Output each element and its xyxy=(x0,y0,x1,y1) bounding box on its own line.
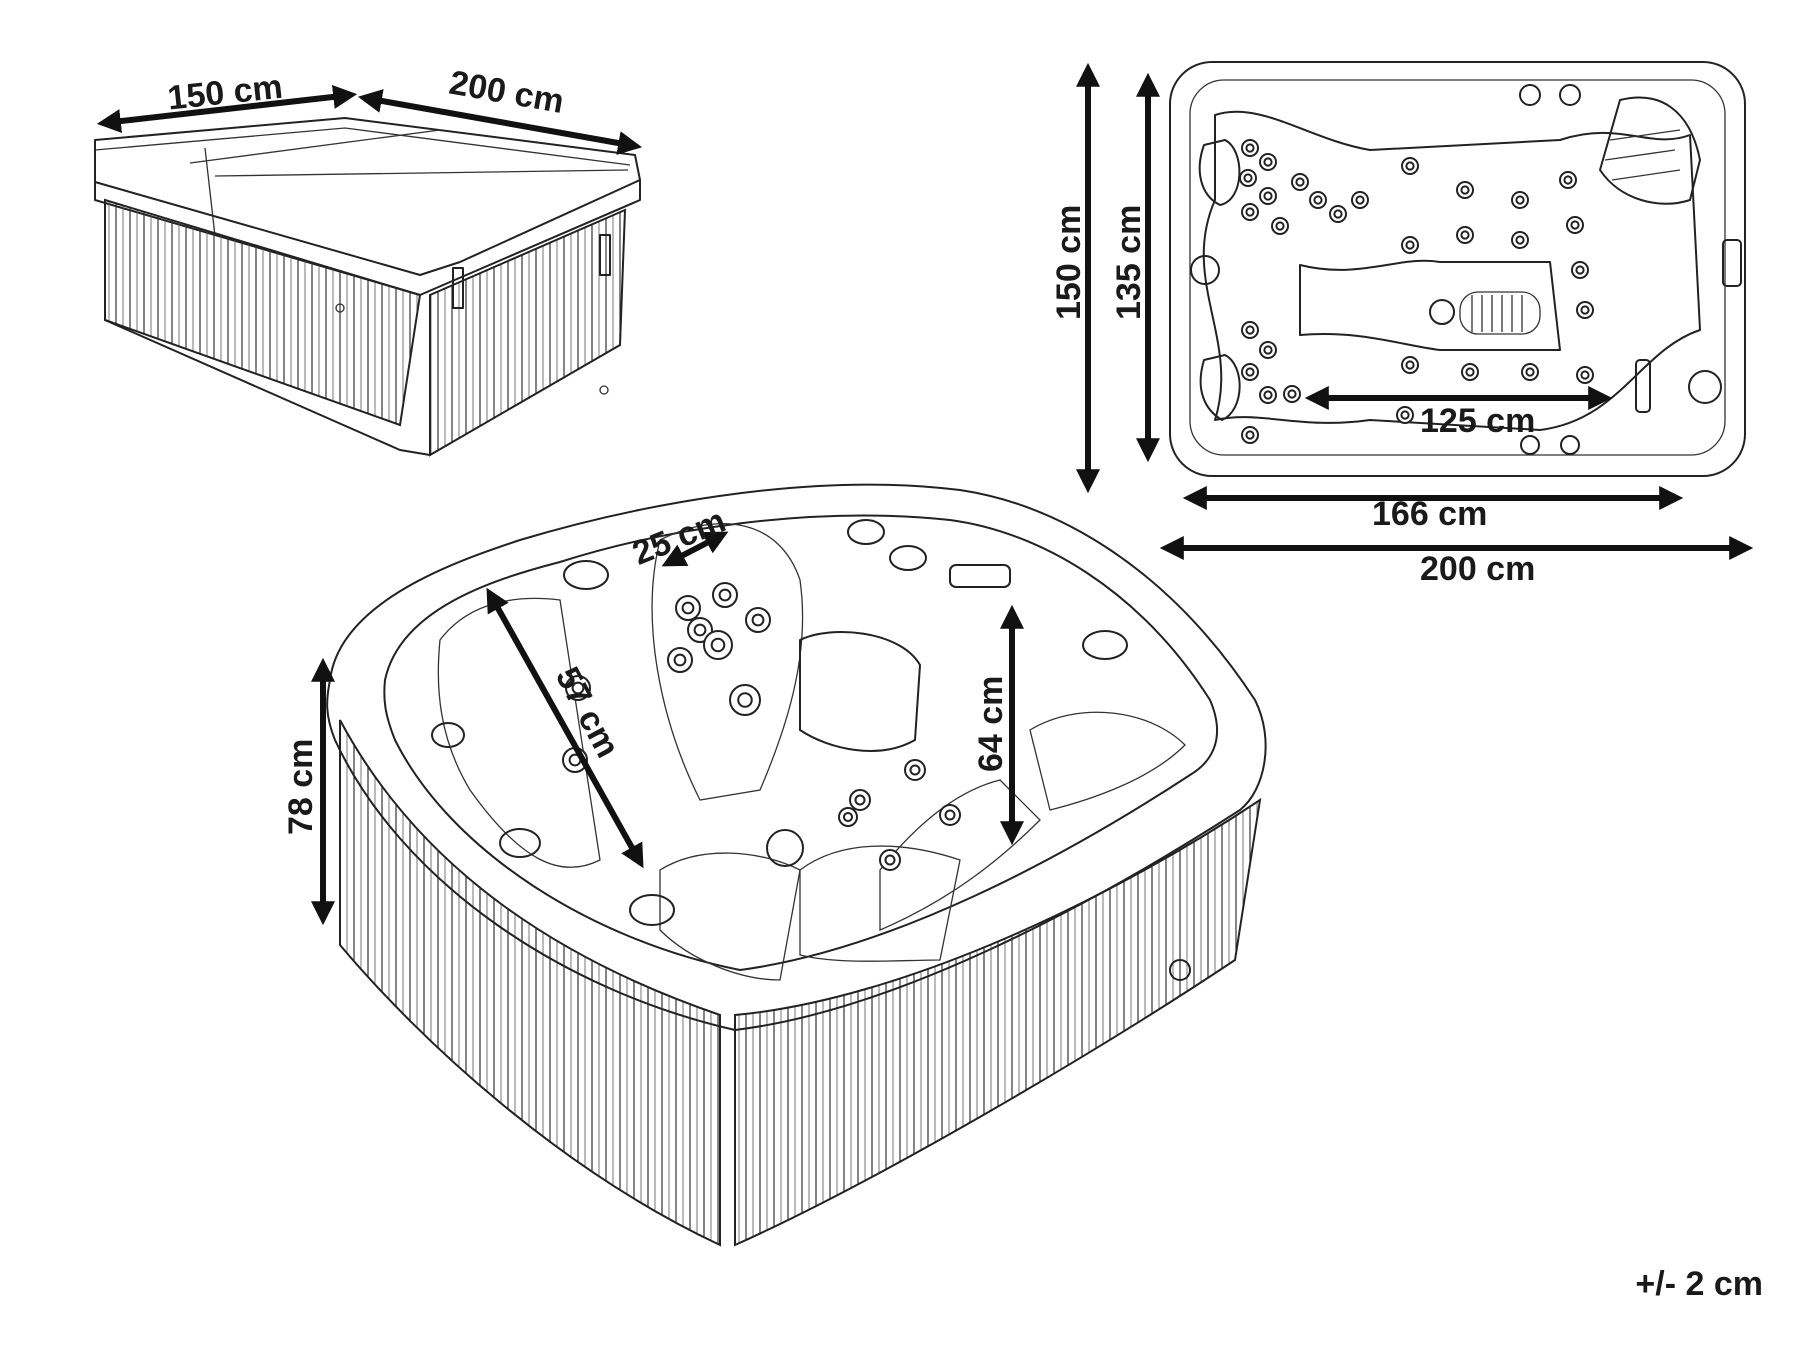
jet-center-icon xyxy=(1245,207,1255,217)
covered-tub-drawing xyxy=(94,117,641,457)
outer-height-label: 150 cm xyxy=(1050,205,1088,320)
jet-center-icon xyxy=(1405,360,1415,370)
jet-center-icon xyxy=(1525,367,1535,377)
headrest-width-label: 25 cm xyxy=(627,501,731,572)
jet-center-icon xyxy=(673,653,687,667)
inner-depth-label: 64 cm xyxy=(972,676,1010,772)
outer-length-label: 200 cm xyxy=(1420,550,1535,588)
inner-length-label: 166 cm xyxy=(1372,495,1487,533)
jet-center-icon xyxy=(1563,175,1573,185)
jet-center-icon xyxy=(1263,157,1273,167)
jet-center-icon xyxy=(884,854,896,866)
jet-center-icon xyxy=(1400,410,1410,420)
jet-center-icon xyxy=(1460,230,1470,240)
tolerance-note: +/- 2 cm xyxy=(1635,1265,1763,1303)
jet-center-icon xyxy=(1580,305,1590,315)
jet-center-icon xyxy=(944,809,956,821)
jet-center-icon xyxy=(1570,220,1580,230)
perspective-tub-drawing xyxy=(326,483,1267,1247)
perspective-jets xyxy=(562,582,961,871)
jet-center-icon xyxy=(1575,265,1585,275)
jet-center-icon xyxy=(1515,235,1525,245)
seat-diagonal-label: 57 cm xyxy=(548,661,627,764)
top-view-drawing xyxy=(1169,61,1746,477)
jet-center-icon xyxy=(751,613,765,627)
total-height-label: 78 cm xyxy=(282,739,320,835)
jet-center-icon xyxy=(1405,161,1415,171)
jet-center-icon xyxy=(1245,143,1255,153)
jet-center-icon xyxy=(1245,430,1255,440)
jet-center-icon xyxy=(1515,195,1525,205)
inner-height-label: 135 cm xyxy=(1110,205,1148,320)
jet-center-icon xyxy=(737,692,753,708)
jet-center-icon xyxy=(1243,173,1253,183)
jet-center-icon xyxy=(842,811,854,823)
jet-center-icon xyxy=(681,601,695,615)
seat-length-label: 125 cm xyxy=(1420,402,1535,440)
jet-center-icon xyxy=(1333,209,1343,219)
jet-center-icon xyxy=(718,588,732,602)
jet-center-icon xyxy=(1465,367,1475,377)
jet-center-icon xyxy=(1295,177,1305,187)
jet-center-icon xyxy=(854,794,866,806)
jet-center-icon xyxy=(1275,221,1285,231)
jet-center-icon xyxy=(1313,195,1323,205)
jet-center-icon xyxy=(1580,370,1590,380)
jet-center-icon xyxy=(1460,185,1470,195)
jet-center-icon xyxy=(1405,240,1415,250)
jet-center-icon xyxy=(909,764,921,776)
cover-width-label: 150 cm xyxy=(166,68,285,118)
jet-center-icon xyxy=(710,637,726,653)
jet-center-icon xyxy=(1263,390,1273,400)
covered-tub-dimensions: 150 cm 200 cm xyxy=(96,64,643,155)
jet-center-icon xyxy=(1355,195,1365,205)
top-view-dimensions: 150 cm 135 cm 125 cm 166 cm 200 cm xyxy=(1050,62,1754,588)
jet-center-icon xyxy=(1245,325,1255,335)
jet-center-icon xyxy=(1287,389,1297,399)
jet-center-icon xyxy=(693,623,707,637)
top-view-jets xyxy=(1239,139,1594,444)
jet-center-icon xyxy=(1263,345,1273,355)
jet-center-icon xyxy=(1245,367,1255,377)
cover-length-label: 200 cm xyxy=(447,64,567,121)
jet-center-icon xyxy=(1263,191,1273,201)
